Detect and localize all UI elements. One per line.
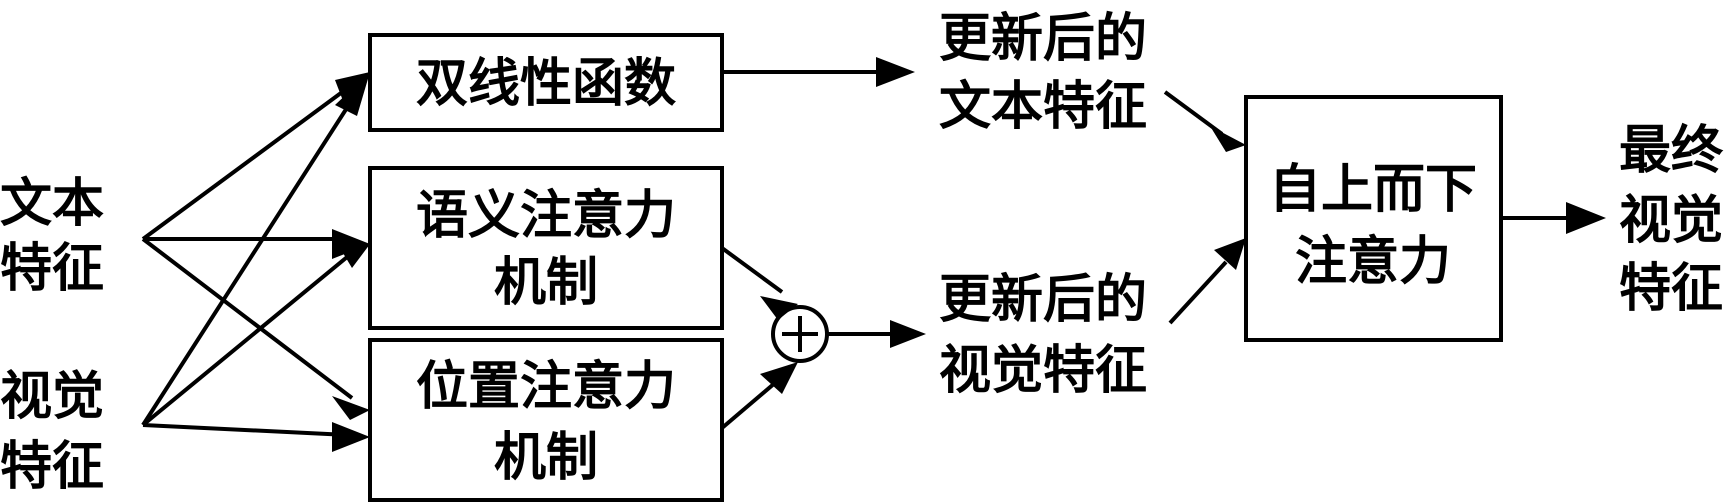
line-text-to-position	[141, 237, 354, 400]
position-attention-label-line2: 机制	[494, 428, 598, 488]
bilinear-function-box	[368, 33, 724, 132]
arrowhead-updated-visual	[890, 320, 926, 348]
position-attention-box	[368, 338, 724, 502]
text-feature-label-line2: 特征	[0, 239, 104, 299]
line-visual-to-position	[142, 423, 349, 437]
line-semantic-to-sum	[720, 246, 784, 294]
final-visual-label-line1: 最终	[1619, 121, 1724, 181]
line-position-to-sum	[720, 375, 784, 430]
top-down-attention-label-line2: 注意力	[1295, 232, 1451, 292]
line-visual-to-semantic	[141, 251, 354, 427]
bilinear-function-label: 双线性函数	[416, 54, 676, 114]
semantic-attention-box	[368, 166, 724, 330]
final-visual-label-line2: 视觉	[1619, 191, 1723, 251]
arrowhead-final	[1566, 202, 1606, 234]
final-visual-label-line3: 特征	[1619, 259, 1723, 319]
arrowhead-bilinear-b	[335, 72, 370, 116]
line-text-to-bilinear	[141, 88, 347, 241]
updated-text-label-line1: 更新后的	[939, 9, 1147, 69]
top-down-attention-label-line1: 自上而下	[1269, 160, 1477, 220]
semantic-attention-label-line2: 机制	[494, 253, 598, 313]
arrowhead-topdown-top	[1210, 126, 1246, 152]
updated-visual-label-line1: 更新后的	[939, 270, 1147, 330]
arrowhead-sum-top	[760, 296, 798, 320]
arrowhead-topdown-bottom	[1214, 238, 1246, 270]
arrowhead-updated-text	[876, 57, 915, 87]
updated-visual-label-line2: 视觉特征	[939, 341, 1147, 401]
top-down-attention-box	[1244, 95, 1503, 342]
arrowhead-semantic-b	[337, 243, 370, 268]
line-updated-text-to-topdown	[1163, 90, 1224, 136]
semantic-attention-label-line1: 语义注意力	[416, 186, 676, 246]
position-attention-label-line1: 位置注意力	[416, 357, 676, 417]
arrowhead-position-b	[332, 422, 370, 452]
arrowhead-sum-bottom	[760, 362, 798, 394]
updated-text-label-line2: 文本特征	[939, 77, 1147, 137]
line-updated-visual-to-topdown	[1168, 260, 1228, 325]
line-visual-to-bilinear	[141, 98, 354, 427]
visual-feature-label-line2: 特征	[0, 437, 104, 497]
visual-feature-label-line1: 视觉	[0, 367, 104, 427]
arrowhead-position-a	[332, 396, 370, 420]
text-feature-label-line1: 文本	[0, 174, 104, 234]
